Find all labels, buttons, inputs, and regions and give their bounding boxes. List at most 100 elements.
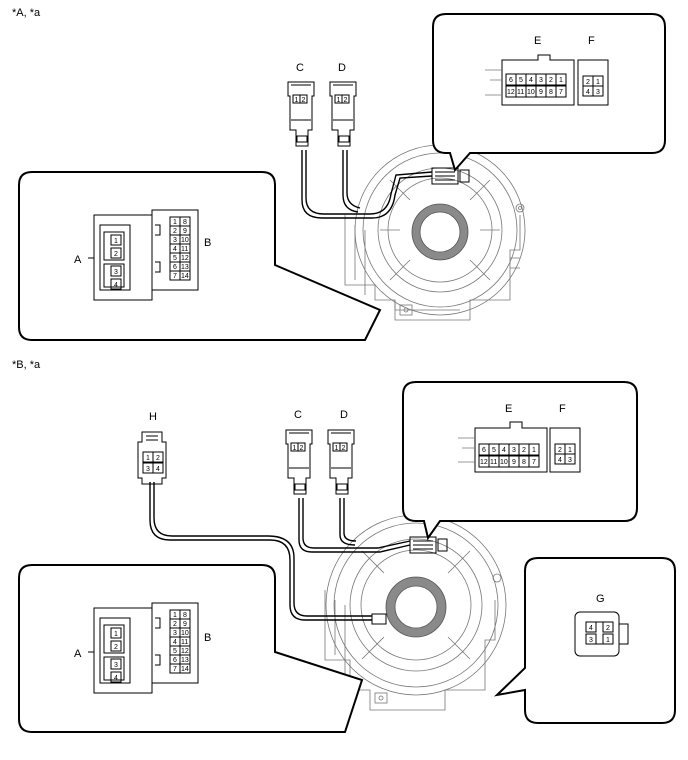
callout-ef-bottom: [402, 381, 638, 541]
a-bottom-pin-3: 3: [114, 662, 118, 669]
e-bottom-pin-9: 9: [512, 459, 516, 466]
e-top-pin-6: 6: [509, 77, 513, 84]
callout-ab-top: [18, 171, 382, 341]
b-bottom-pin-11: 11: [181, 639, 188, 646]
a-top-pin-1: 1: [114, 238, 118, 245]
b-top-pin-10: 10: [181, 237, 189, 244]
e-top-pin-4: 4: [529, 77, 533, 84]
b-top-pin-2: 2: [173, 228, 177, 235]
label-a-bottom: A: [74, 648, 82, 660]
wire-d: [342, 150, 359, 213]
bottom-spiral-cable: [325, 514, 507, 696]
label-d-bottom: D: [340, 409, 348, 421]
f-bottom-pin-1: 1: [568, 447, 572, 454]
e-top-pin-12: 12: [507, 89, 515, 96]
h-pin-2: 2: [156, 455, 160, 462]
top-assembly: C 1 2 D 1 2 E: [18, 13, 666, 341]
b-top-pin-12: 12: [181, 255, 189, 262]
b-top-pin-7: 7: [173, 273, 177, 280]
f-top-pin-3: 3: [596, 89, 600, 96]
e-bottom-pin-5: 5: [492, 447, 496, 454]
f-top-pin-4: 4: [586, 89, 590, 96]
wire-d-bottom: [339, 498, 356, 546]
g-pin-2: 2: [606, 625, 610, 632]
c-pin-1: 1: [295, 97, 299, 104]
b-bottom-pin-grid: 1 8 2 9 3 10 4 11 5 12 6 13 7 14: [169, 609, 191, 674]
b-top-pin-8: 8: [183, 219, 187, 226]
e-bottom-pin-12: 12: [480, 459, 488, 466]
callout-ef-top: [432, 13, 666, 173]
c-bottom-pin-2: 2: [300, 445, 304, 452]
b-bottom-pin-10: 10: [181, 630, 189, 637]
b-bottom-pin-8: 8: [183, 612, 187, 619]
h-pin-1: 1: [146, 455, 150, 462]
e-top-pin-9: 9: [539, 89, 543, 96]
e-bottom-pin-11: 11: [490, 459, 497, 466]
variant-label-bottom: *B, *a: [12, 359, 41, 371]
d-pin-2: 2: [344, 97, 348, 104]
b-bottom-pin-4: 4: [173, 639, 177, 646]
connector-a-top: A 1 2 3 4: [74, 214, 153, 301]
f-top-pin-2: 2: [586, 79, 590, 86]
b-bottom-pin-12: 12: [181, 648, 189, 655]
connector-b-top: B 1 8 2 9 3 10 4 11 5 12 6: [151, 209, 211, 291]
b-bottom-pin-9: 9: [183, 621, 187, 628]
e-bottom-pin-10: 10: [500, 459, 508, 466]
e-bottom-pin-6: 6: [482, 447, 486, 454]
label-f-bottom: F: [559, 403, 566, 415]
connector-f-top: F 2 1 4 3: [577, 35, 609, 106]
a-bottom-pin-1: 1: [114, 631, 118, 638]
b-bottom-pin-3: 3: [173, 630, 177, 637]
a-top-pin-2: 2: [114, 251, 118, 258]
label-a-top: A: [74, 254, 82, 266]
b-top-pin-6: 6: [173, 264, 177, 271]
b-bottom-pin-6: 6: [173, 657, 177, 664]
wire-h: [149, 482, 372, 621]
label-b-top: B: [204, 237, 211, 249]
e-bottom-pin-grid: 6 5 4 3 2 1 12 11 10 9 8 7: [478, 443, 540, 468]
f-bottom-pin-2: 2: [558, 447, 562, 454]
e-bottom-pin-2: 2: [522, 447, 526, 454]
variant-label-top: *A, *a: [12, 7, 41, 19]
g-pin-3: 3: [589, 637, 593, 644]
connector-e-bottom: E 6 5 4 3 2 1 12 11 10 9 8 7: [458, 403, 548, 473]
e-bottom-pin-3: 3: [512, 447, 516, 454]
b-top-pin-14: 14: [181, 273, 189, 280]
b-bottom-pin-14: 14: [181, 666, 189, 673]
e-top-pin-3: 3: [539, 77, 543, 84]
top-spiral-cable: [354, 144, 526, 316]
connector-c: C 1 2: [287, 62, 315, 147]
b-top-pin-1: 1: [173, 219, 177, 226]
connector-a-bottom: A 1 2 3 4: [74, 607, 153, 694]
e-bottom-pin-8: 8: [522, 459, 526, 466]
wire-c: [301, 150, 433, 219]
label-b-bottom: B: [204, 632, 211, 644]
a-top-pin-3: 3: [114, 269, 118, 276]
e-top-pin-1: 1: [559, 77, 563, 84]
e-top-pin-8: 8: [549, 89, 553, 96]
label-c-bottom: C: [294, 409, 302, 421]
label-f-top: F: [588, 35, 595, 47]
connector-g: G 4 2 3 1: [574, 593, 629, 657]
label-g: G: [596, 593, 605, 605]
f-bottom-pin-3: 3: [568, 457, 572, 464]
e-top-pin-2: 2: [549, 77, 553, 84]
b-bottom-pin-1: 1: [173, 612, 177, 619]
connector-b-bottom: B 1 8 2 9 3 10 4 11 5 12 6: [151, 602, 211, 684]
g-pin-1: 1: [606, 637, 610, 644]
b-top-pin-5: 5: [173, 255, 177, 262]
g-pin-4: 4: [589, 625, 593, 632]
e-bottom-pin-1: 1: [532, 447, 536, 454]
a-bottom-pin-4: 4: [114, 675, 118, 682]
b-bottom-pin-5: 5: [173, 648, 177, 655]
bottom-mount-bracket: [324, 590, 496, 711]
b-bottom-pin-7: 7: [173, 666, 177, 673]
d-pin-1: 1: [337, 97, 341, 104]
connector-e-top: E 6 5 4 3 2 1 12 11 10 9 8 7: [485, 35, 575, 106]
e-top-pin-5: 5: [519, 77, 523, 84]
label-e-top: E: [534, 35, 541, 47]
d-bottom-pin-1: 1: [335, 445, 339, 452]
connector-h: H 1 2 3 4: [137, 411, 167, 485]
